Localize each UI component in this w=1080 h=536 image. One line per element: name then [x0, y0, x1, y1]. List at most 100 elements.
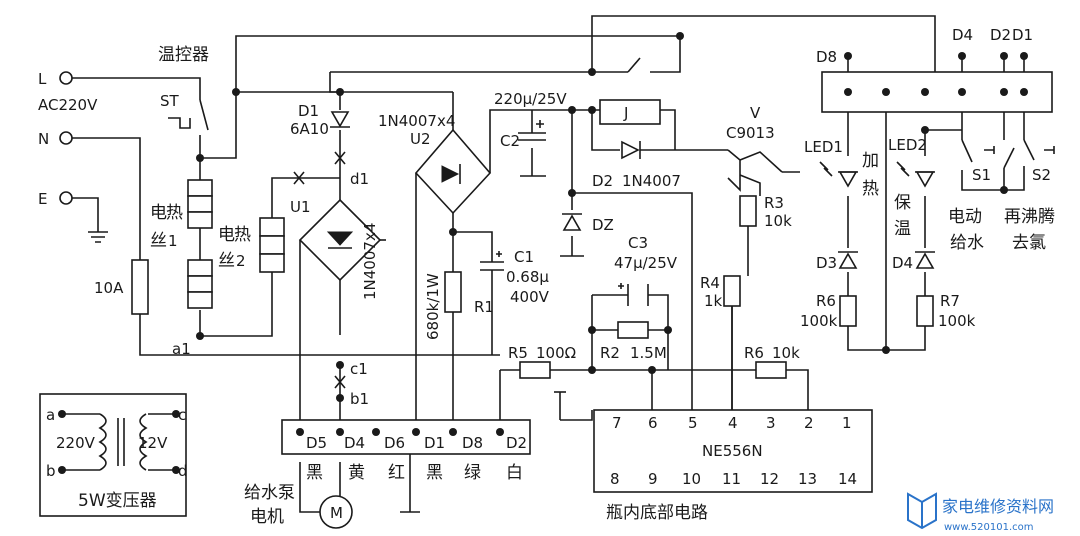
heater1-char4: 1 — [168, 232, 178, 250]
ic-pin-6: 6 — [648, 414, 658, 432]
node-thermostat — [196, 154, 204, 162]
u2-name: U2 — [410, 130, 431, 148]
r1-name: R1 — [474, 298, 494, 316]
node-left-rail — [232, 88, 240, 96]
r4-name: R4 — [700, 274, 720, 292]
heater1-char1: 电 — [150, 203, 167, 223]
zener-dz — [560, 213, 584, 257]
label-N: N — [38, 130, 49, 148]
heat-char2: 热 — [862, 179, 879, 199]
node-b1 — [336, 394, 344, 402]
rp-pin-d4: D4 — [952, 26, 973, 44]
r7-name: R7 — [940, 292, 960, 310]
d4-label: D4 — [892, 254, 913, 272]
d2-name: D2 — [592, 172, 613, 190]
heater1-char3: 丝 — [150, 231, 167, 251]
c1-rating: 400V — [510, 288, 550, 306]
pump-label-1: 给水泵 — [244, 483, 295, 503]
resistor-r1 — [444, 271, 462, 313]
keep-char1: 保 — [894, 193, 911, 213]
r5-value: 100Ω — [536, 344, 576, 362]
water-line2: 给水 — [950, 233, 984, 253]
ic-ne556n — [593, 409, 873, 493]
transistor-part: C9013 — [726, 124, 775, 142]
node-switch-bottom — [1000, 186, 1008, 194]
resistor-r6-right — [839, 295, 857, 327]
tx-a: a — [46, 406, 55, 424]
wire-color-4: 黑 — [426, 463, 443, 483]
ic-pin-7: 7 — [612, 414, 622, 432]
c2-value: 220μ/25V — [494, 90, 567, 108]
watermark-url: www.520101.com — [944, 522, 1034, 533]
u1-name: U1 — [290, 198, 311, 216]
led1-label: LED1 — [804, 138, 843, 156]
diode-d2 — [621, 140, 641, 160]
s1-actuator — [984, 146, 995, 154]
heater2-char1: 电 — [218, 225, 235, 245]
r2-value: 1.5M — [630, 344, 667, 362]
water-line1: 电动 — [948, 207, 982, 227]
led2-label: LED2 — [888, 136, 927, 154]
transformer-box — [39, 393, 187, 517]
r6-value: 10k — [772, 344, 800, 362]
motor-symbol: M — [330, 504, 343, 522]
node-right-bottom — [882, 346, 890, 354]
bridge-u2 — [414, 128, 492, 215]
conn-pin-d6: D6 — [384, 434, 405, 452]
ic-pin-12: 12 — [760, 470, 779, 488]
conn-pin-d2: D2 — [506, 434, 527, 452]
c3-name: C3 — [628, 234, 648, 252]
capacitor-c3 — [618, 283, 649, 306]
rp-pin-d2: D2 — [990, 26, 1011, 44]
ic-pin-5: 5 — [688, 414, 698, 432]
tx-c: c — [178, 406, 186, 424]
r6r-value: 100k — [800, 312, 838, 330]
node-c2-top — [568, 106, 576, 114]
heater-1 — [187, 179, 213, 309]
resistor-r2 — [617, 321, 649, 339]
capacitor-c2 — [518, 120, 546, 177]
resistor-r7 — [916, 295, 934, 327]
node-a1 — [196, 332, 204, 340]
node-top-right — [676, 32, 684, 40]
keep-char2: 温 — [894, 219, 911, 239]
label-c1: c1 — [350, 360, 368, 378]
bridge-u1 — [298, 198, 382, 300]
connector-strip — [281, 419, 531, 455]
relay-j — [599, 99, 661, 125]
node-c1 — [336, 361, 344, 369]
r7-value: 100k — [938, 312, 976, 330]
cut-mark-3 — [334, 375, 346, 389]
label-ac220v: AC220V — [38, 96, 98, 114]
u1-part: 1N4007x4 — [361, 223, 379, 300]
conn-pin-d8: D8 — [462, 434, 483, 452]
terminal-L: L AC220V — [38, 70, 98, 114]
node-pin6 — [648, 366, 656, 374]
ic-pin-11: 11 — [722, 470, 741, 488]
node-r2-left — [588, 326, 596, 334]
node-dz — [568, 189, 576, 197]
r3-value: 10k — [764, 212, 792, 230]
conn-pin-d5: D5 — [306, 434, 327, 452]
ic-pin-10: 10 — [682, 470, 701, 488]
ic-pin-4: 4 — [728, 414, 738, 432]
pump-motor — [299, 462, 353, 529]
label-L: L — [38, 70, 47, 88]
resistor-r6 — [755, 361, 787, 379]
r4-value: 1k — [704, 292, 723, 310]
d1-name: D1 — [298, 102, 319, 120]
label-a1: a1 — [172, 340, 191, 358]
ic-pin-8: 8 — [610, 470, 620, 488]
label-E: E — [38, 190, 47, 208]
transistor-name: V — [750, 104, 761, 122]
heat-char1: 加 — [862, 151, 879, 171]
ic-caption: 瓶内底部电路 — [606, 503, 708, 523]
watermark-text: 家电维修资料网 — [942, 497, 1054, 516]
pump-label-2: 电机 — [250, 507, 284, 527]
node-r1-top — [449, 228, 457, 236]
capacitor-c1 — [480, 251, 504, 282]
terminal-N: N — [38, 130, 73, 148]
wire-color-6: 白 — [506, 463, 523, 483]
thermostat-st: ST — [160, 92, 180, 110]
